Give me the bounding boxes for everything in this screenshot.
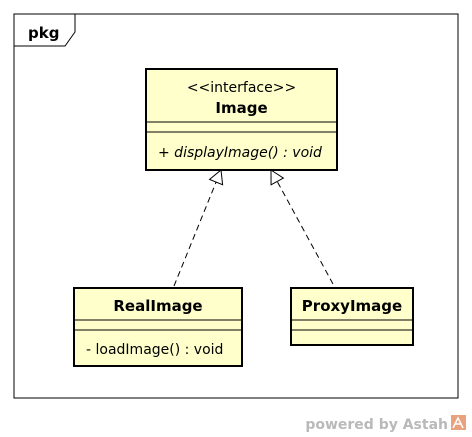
class-proxyimage-name: ProxyImage <box>302 297 402 315</box>
watermark-text: powered by Astah <box>305 417 448 433</box>
class-proxyimage: ProxyImage <box>290 287 414 346</box>
class-image-name: Image <box>215 99 267 117</box>
realization-realimage-to-image <box>173 169 224 287</box>
class-image: <<interface>> Image + displayImage() : v… <box>145 68 338 171</box>
class-image-operation: + displayImage() : void <box>158 145 322 161</box>
realization-proxyimage-to-image <box>270 169 334 285</box>
package-tab <box>13 13 76 47</box>
astah-logo-icon <box>451 415 466 430</box>
package-name: pkg <box>28 24 59 42</box>
class-image-stereotype: <<interface>> <box>187 80 296 96</box>
class-realimage: RealImage - loadImage() : void <box>73 287 243 367</box>
class-realimage-name: RealImage <box>113 297 202 315</box>
class-realimage-operation: - loadImage() : void <box>86 342 223 358</box>
